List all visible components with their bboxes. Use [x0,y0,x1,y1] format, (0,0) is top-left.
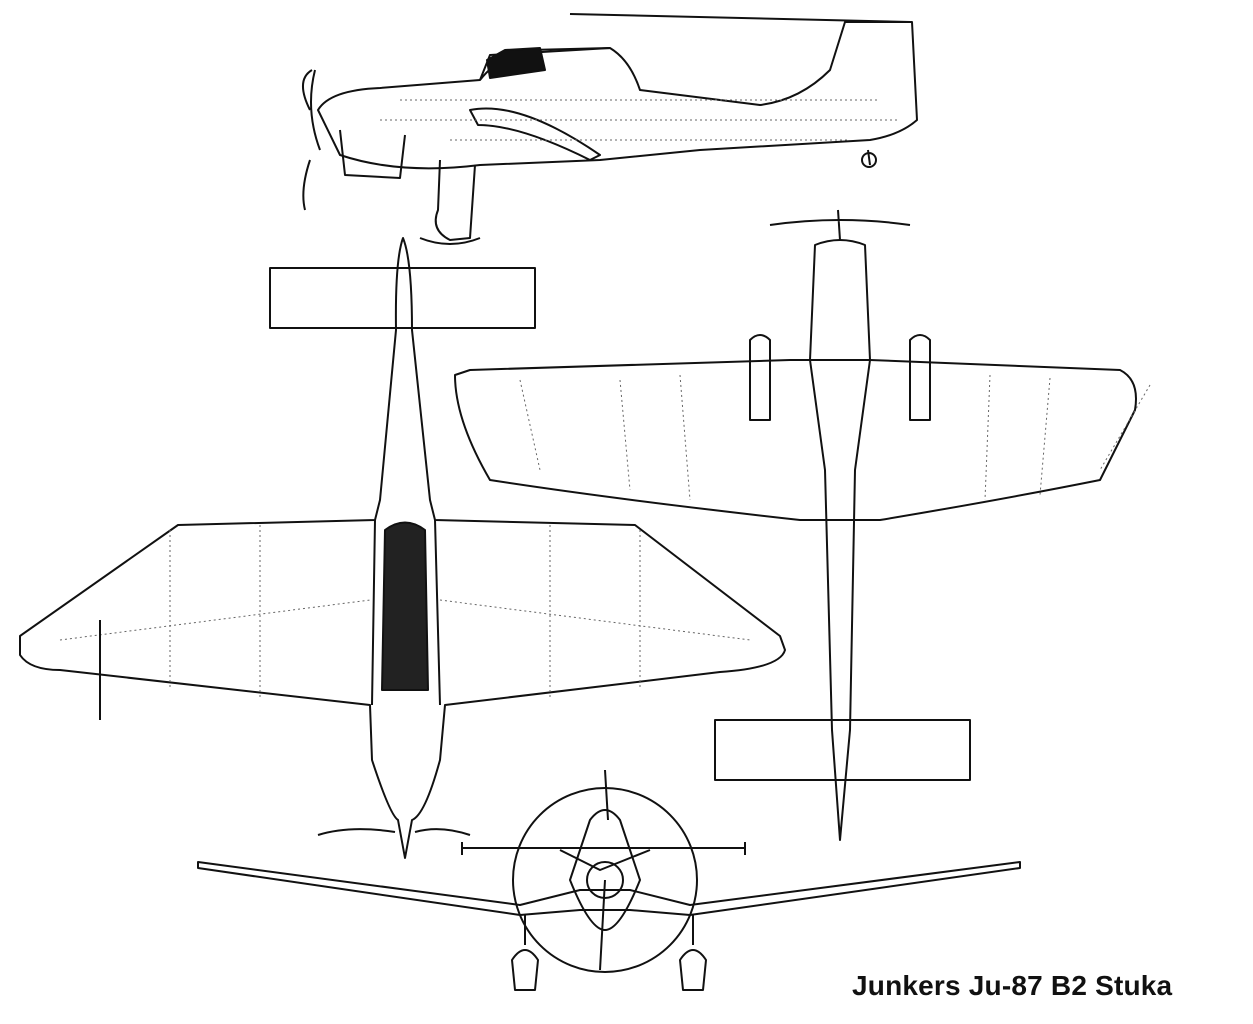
drawing-caption: Junkers Ju-87 B2 Stuka [852,970,1173,1001]
top-view [19,237,786,859]
bottom-view [454,209,1151,841]
front-view [197,769,1021,991]
side-view [302,13,918,245]
